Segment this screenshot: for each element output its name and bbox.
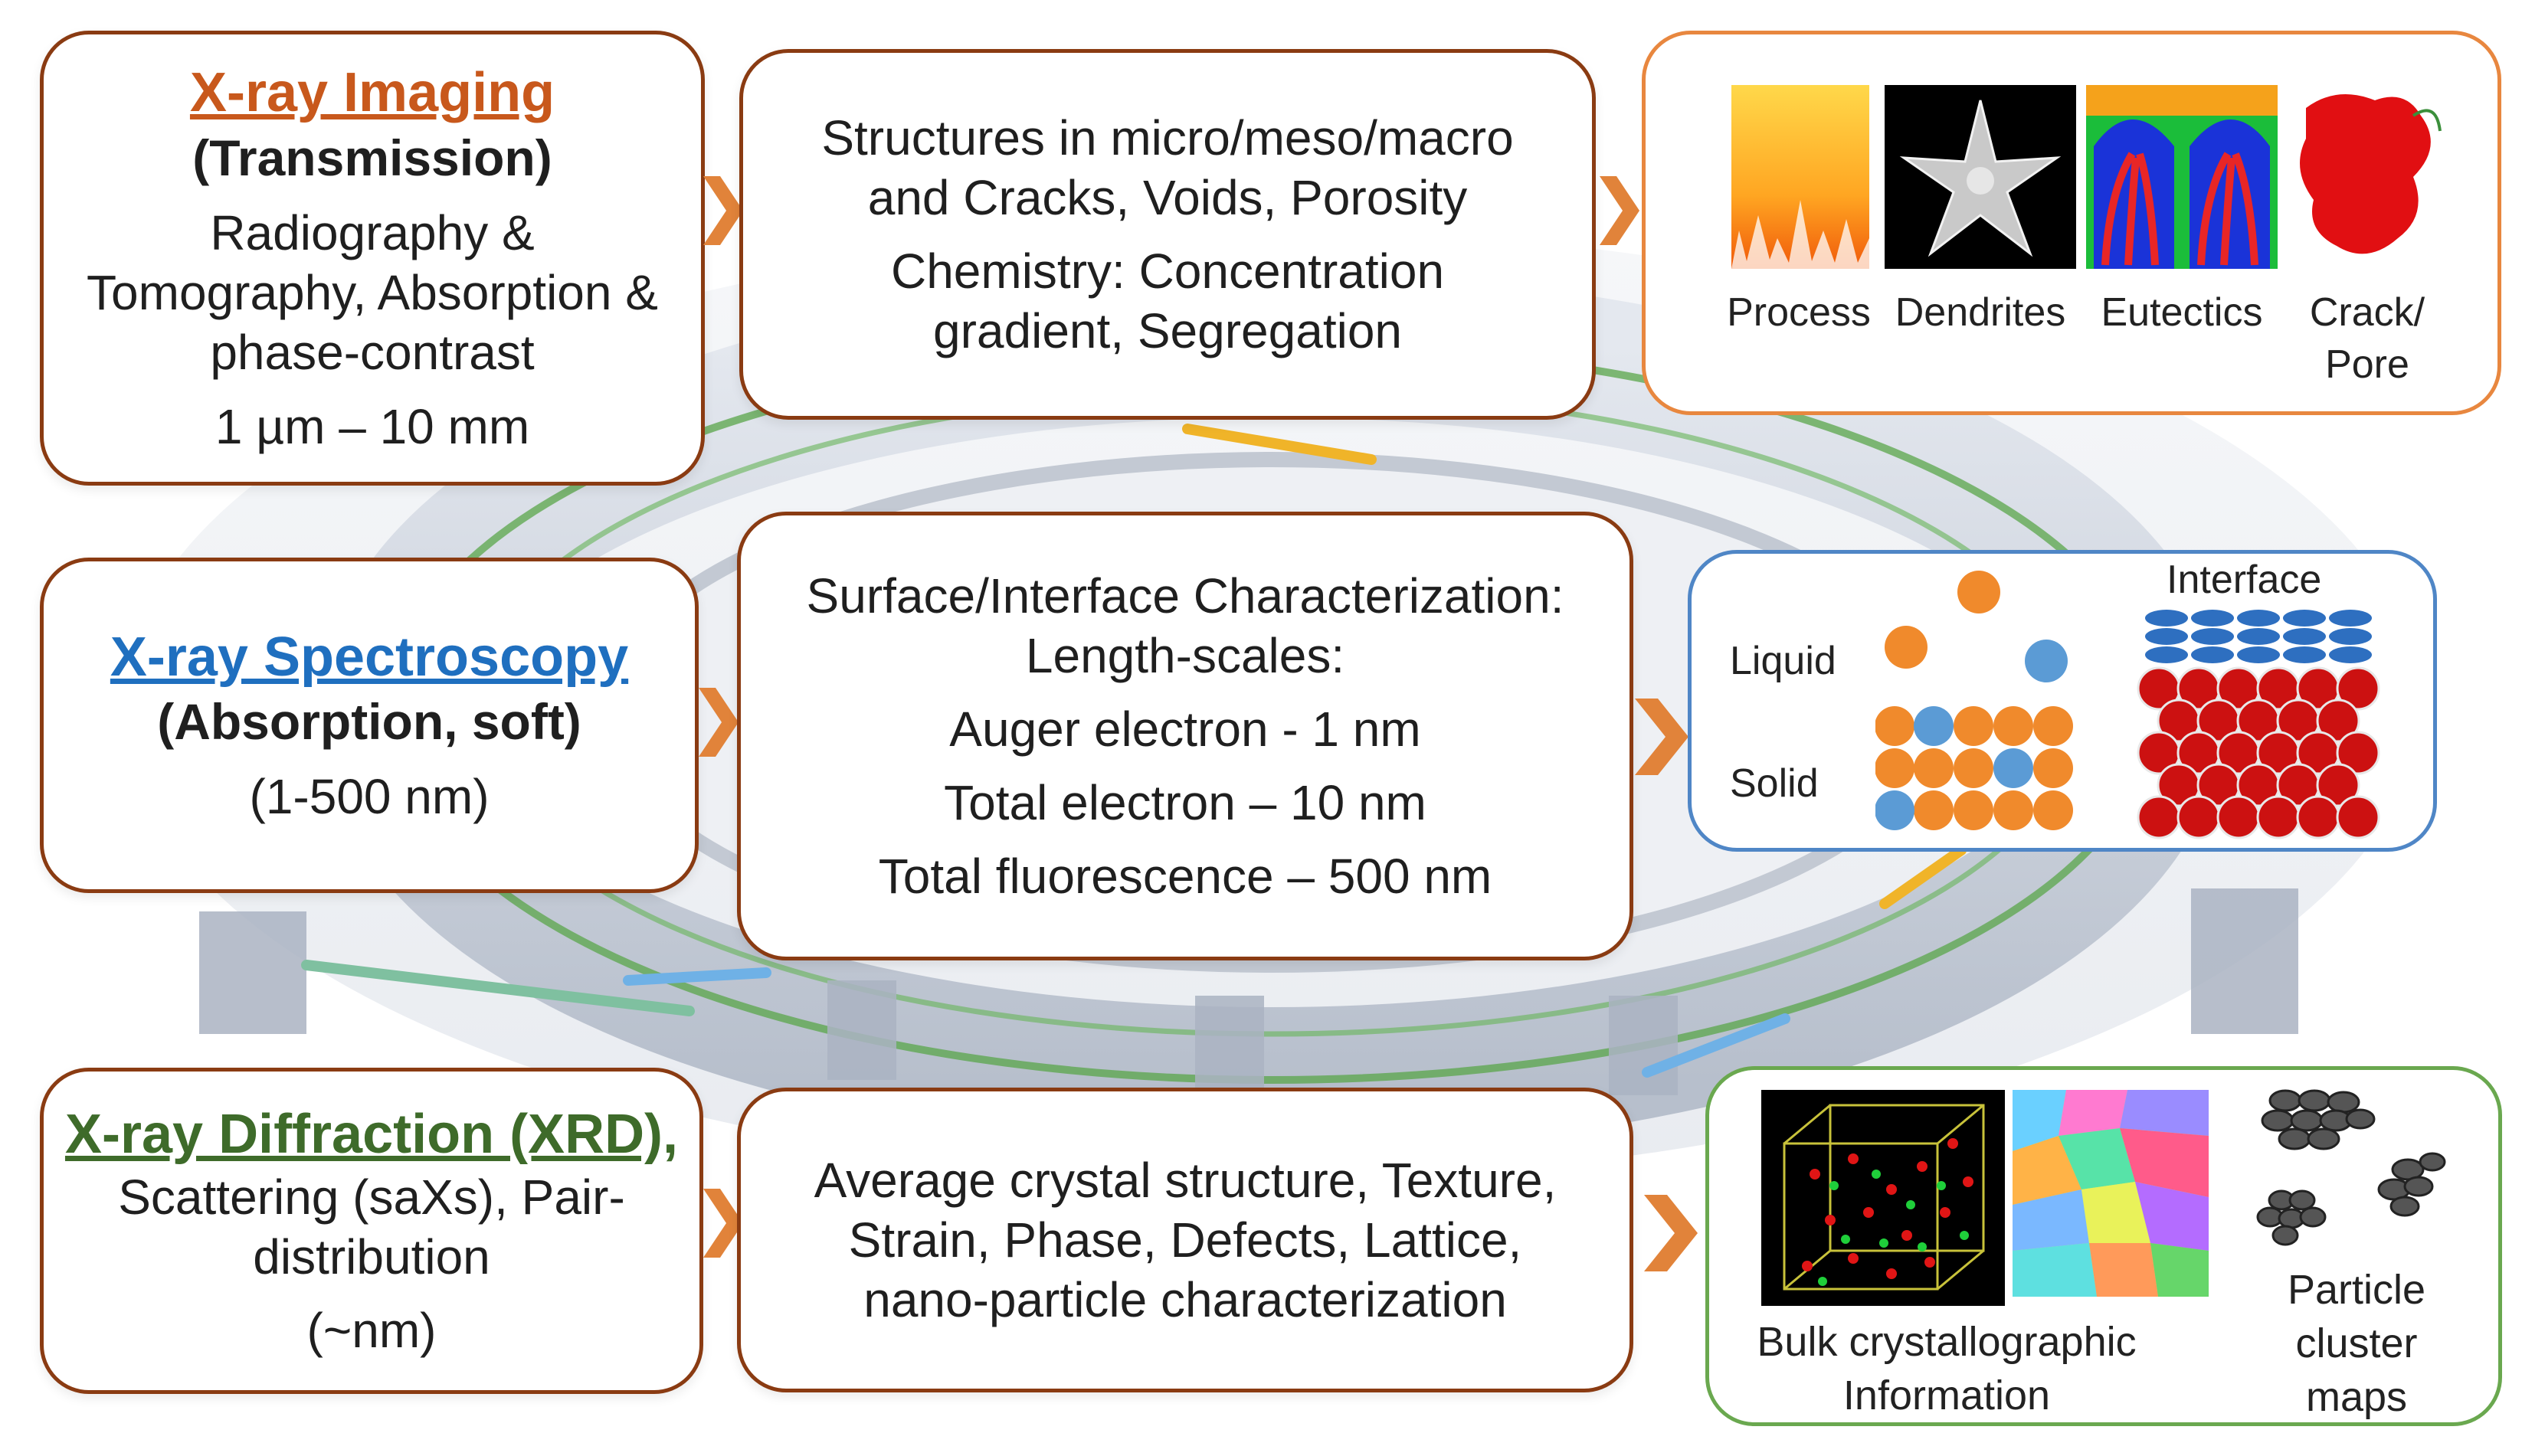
- crack-caption: Crack/: [2309, 290, 2425, 335]
- imaging-detail-line: and Cracks, Voids, Porosity: [867, 169, 1468, 225]
- imaging-detail-line: Structures in micro/meso/macro: [821, 110, 1514, 165]
- spectroscopy-detail-box: Surface/Interface Characterization: Leng…: [737, 512, 1633, 960]
- eutectics-caption: Eutectics: [2101, 290, 2263, 335]
- interface-atoms: [2137, 610, 2380, 839]
- diffraction-detail-box: Average crystal structure, Texture, Stra…: [737, 1088, 1633, 1392]
- process-image: [1731, 85, 1869, 269]
- chevron-right-icon: [703, 176, 743, 245]
- particle-caption: Particle: [2287, 1267, 2426, 1313]
- bulk-caption: Information: [1842, 1373, 2051, 1418]
- spectroscopy-detail-line: Length-scales:: [1025, 627, 1345, 683]
- imaging-detail-line: Chemistry: Concentration: [890, 244, 1445, 299]
- solid-label: Solid: [1730, 761, 1819, 806]
- spectroscopy-subtitle: (Absorption, soft): [157, 692, 581, 750]
- particle-caption: maps: [2305, 1374, 2408, 1420]
- particle-caption: cluster: [2295, 1320, 2418, 1366]
- particle-clusters-image: [2256, 1089, 2446, 1246]
- diffraction-detail-line: nano-particle characterization: [863, 1272, 1507, 1328]
- chevron-right-icon: [1644, 1195, 1698, 1271]
- pore-caption: Pore: [2325, 342, 2409, 387]
- diffraction-line: distribution: [253, 1229, 490, 1285]
- crystallographic-panel: Bulk crystallographic Information Partic…: [1705, 1066, 2502, 1426]
- spectroscopy-detail-line: Auger electron - 1 nm: [949, 701, 1421, 757]
- diffraction-length-scale: (~nm): [306, 1303, 437, 1359]
- spectroscopy-detail-line: Total electron – 10 nm: [944, 775, 1426, 831]
- diffraction-title: X-ray Diffraction (XRD),: [64, 1103, 679, 1165]
- crack-pore-image: [2291, 85, 2444, 269]
- diffraction-line: Scattering (saXs), Pair-: [118, 1170, 625, 1225]
- imaging-title: X-ray Imaging: [189, 62, 555, 124]
- diffraction-detail-line: Strain, Phase, Defects, Lattice,: [848, 1212, 1522, 1268]
- spectroscopy-length-scale: (1-500 nm): [249, 769, 490, 825]
- crystal-lattice-image: [1761, 1090, 2005, 1306]
- imaging-line: phase-contrast: [210, 325, 535, 381]
- chevron-right-icon: [1600, 176, 1639, 245]
- spectroscopy-technique-box: X-ray Spectroscopy (Absorption, soft) (1…: [40, 558, 699, 893]
- imaging-subtitle: (Transmission): [192, 129, 552, 186]
- imaging-detail-line: gradient, Segregation: [933, 303, 1402, 359]
- imaging-technique-box: X-ray Imaging (Transmission) Radiography…: [40, 31, 705, 486]
- imaging-examples-panel: Process Dendrites Eutectics Crack/ Pore: [1642, 31, 2501, 415]
- surface-interface-panel: Liquid Solid Interface: [1688, 550, 2437, 852]
- imaging-detail-box: Structures in micro/meso/macro and Crack…: [739, 49, 1596, 420]
- chevron-right-icon: [699, 688, 739, 757]
- interface-label: Interface: [2167, 558, 2322, 602]
- spectroscopy-title: X-ray Spectroscopy: [110, 626, 629, 688]
- chevron-right-icon: [1635, 699, 1688, 775]
- diffraction-technique-box: X-ray Diffraction (XRD), Scattering (saX…: [40, 1068, 703, 1394]
- chevron-right-icon: [703, 1189, 743, 1258]
- process-caption: Process: [1727, 290, 1871, 335]
- imaging-line: Tomography, Absorption &: [87, 265, 658, 321]
- liquid-solid-atoms: [1875, 571, 2073, 830]
- grain-orientation-map: [2013, 1090, 2209, 1297]
- imaging-line: Radiography &: [210, 205, 535, 261]
- dendrites-caption: Dendrites: [1895, 290, 2066, 335]
- diffraction-detail-line: Average crystal structure, Texture,: [814, 1152, 1557, 1208]
- imaging-length-scale: 1 µm – 10 mm: [215, 398, 530, 454]
- liquid-label: Liquid: [1730, 639, 1836, 683]
- spectroscopy-detail-line: Surface/Interface Characterization:: [806, 568, 1564, 623]
- dendrites-image: [1885, 85, 2076, 269]
- bulk-caption: Bulk crystallographic: [1757, 1319, 2137, 1365]
- spectroscopy-detail-line: Total fluorescence – 500 nm: [878, 849, 1492, 905]
- eutectics-image: [2086, 85, 2278, 269]
